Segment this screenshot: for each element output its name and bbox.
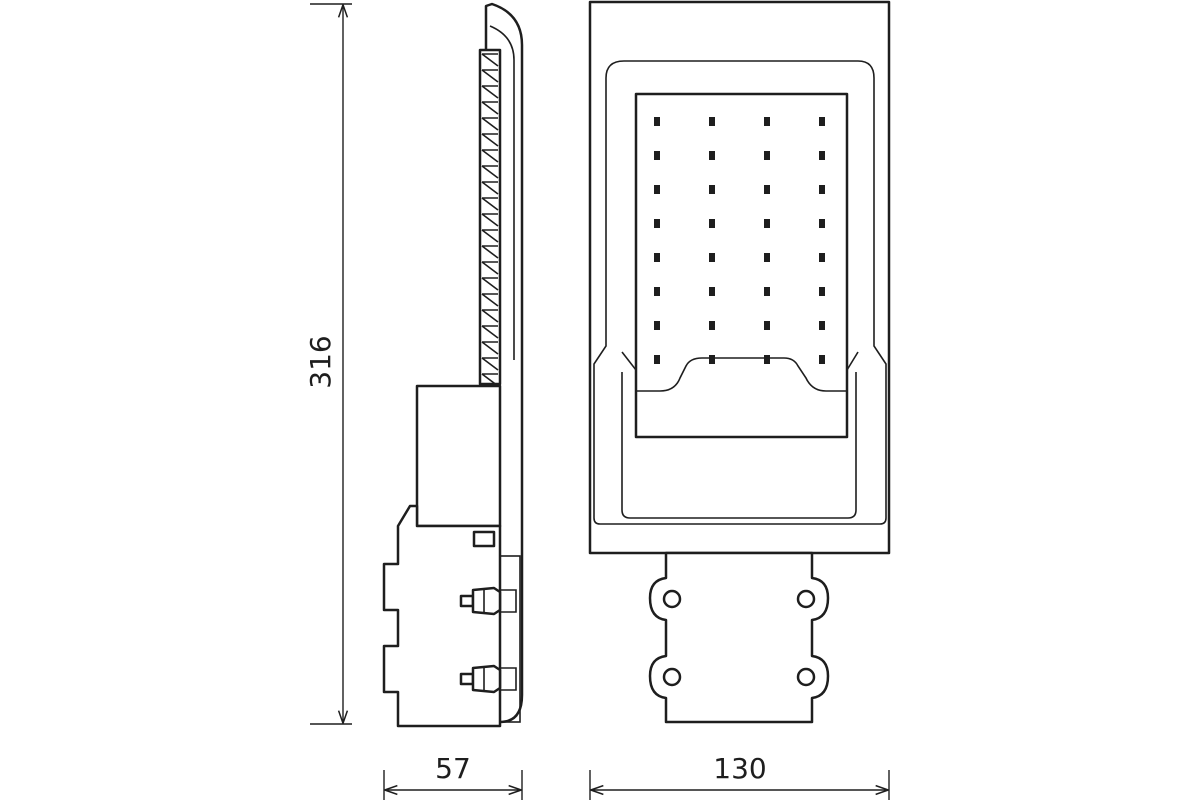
side-width-label: 57	[435, 752, 471, 785]
lens-cutout	[636, 357, 847, 392]
heatsink-fin	[481, 197, 499, 211]
led-dot	[709, 185, 715, 194]
side-bolt-middle	[459, 586, 517, 616]
front-inner-frame	[593, 60, 887, 525]
front-inner-frame-2	[621, 372, 857, 519]
led-dot	[764, 287, 770, 296]
led-dot	[654, 253, 660, 262]
led-dot	[819, 185, 825, 194]
heatsink-fin	[481, 325, 499, 339]
led-dot	[819, 219, 825, 228]
led-dot	[819, 117, 825, 126]
mount-hole-bottom-left	[662, 667, 682, 687]
side-heatsink-fins	[481, 53, 499, 387]
heatsink-fin	[481, 85, 499, 99]
side-bolt-top	[472, 530, 496, 548]
heatsink-fin	[481, 229, 499, 243]
led-dot	[764, 151, 770, 160]
side-width-dimension: 57	[383, 752, 523, 800]
heatsink-fin	[481, 341, 499, 355]
heatsink-fin	[481, 165, 499, 179]
side-heatsink	[478, 48, 502, 386]
led-dot	[654, 185, 660, 194]
heatsink-fin	[481, 117, 499, 131]
led-dot	[764, 117, 770, 126]
mount-hole-bottom-right	[796, 667, 816, 687]
led-panel	[634, 92, 849, 439]
front-mount-plate	[648, 551, 830, 724]
led-dot	[709, 321, 715, 330]
led-dot	[819, 151, 825, 160]
heatsink-fin	[481, 261, 499, 275]
side-driver-box	[415, 384, 502, 528]
heatsink-fin	[481, 373, 499, 387]
side-view	[382, 2, 524, 728]
heatsink-fin	[481, 213, 499, 227]
heatsink-fin	[481, 277, 499, 291]
led-dot	[709, 117, 715, 126]
heatsink-fin	[481, 69, 499, 83]
heatsink-fin	[481, 181, 499, 195]
led-dot	[709, 253, 715, 262]
heatsink-fin	[481, 357, 499, 371]
led-dot	[654, 321, 660, 330]
led-dot	[819, 287, 825, 296]
led-dot	[764, 185, 770, 194]
heatsink-fin	[481, 309, 499, 323]
heatsink-fin	[481, 245, 499, 259]
led-dot	[654, 355, 660, 364]
heatsink-fin	[481, 101, 499, 115]
led-dot	[764, 355, 770, 364]
led-dot	[709, 151, 715, 160]
led-dot	[709, 355, 715, 364]
led-dot	[764, 253, 770, 262]
mount-hole-top-left	[662, 589, 682, 609]
heatsink-fin	[481, 293, 499, 307]
led-dot	[764, 321, 770, 330]
led-dot	[819, 321, 825, 330]
shoulder-left	[621, 351, 637, 371]
led-dot	[654, 219, 660, 228]
heatsink-fin	[481, 149, 499, 163]
led-dot	[654, 151, 660, 160]
height-dimension: 316	[304, 3, 352, 725]
led-dot	[819, 355, 825, 364]
side-housing-inner	[489, 25, 515, 360]
height-label: 316	[304, 335, 337, 388]
side-bracket-plate	[499, 555, 521, 723]
side-bolt-bottom	[459, 664, 517, 694]
mount-hole-top-right	[796, 589, 816, 609]
led-dot	[709, 287, 715, 296]
shoulder-right	[846, 351, 859, 371]
heatsink-fin	[481, 53, 499, 67]
led-dot	[654, 117, 660, 126]
heatsink-fin	[481, 133, 499, 147]
led-dot	[654, 287, 660, 296]
led-dot	[764, 219, 770, 228]
front-width-label: 130	[713, 752, 766, 785]
front-width-dimension: 130	[589, 752, 890, 800]
front-view	[588, 0, 891, 724]
led-dot	[819, 253, 825, 262]
side-mount-bracket	[382, 504, 502, 728]
led-dot	[709, 219, 715, 228]
led-grid	[654, 117, 825, 364]
